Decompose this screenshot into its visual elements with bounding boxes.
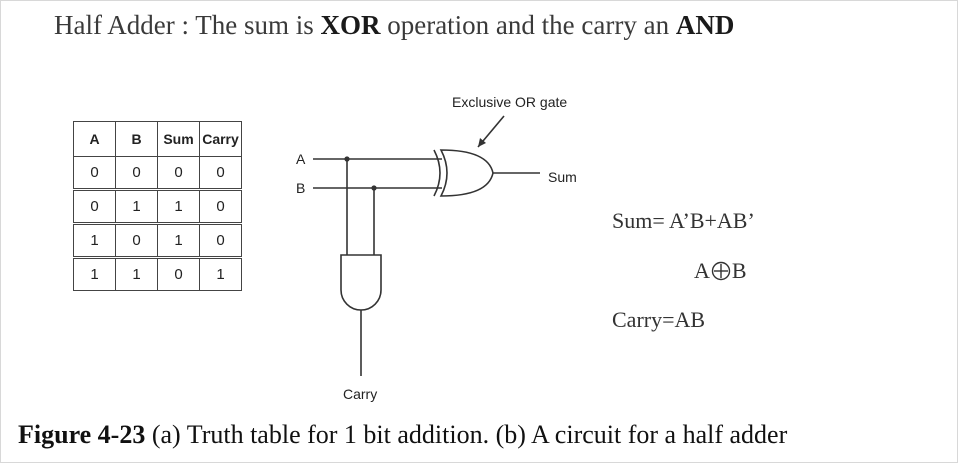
and-gate [340,254,382,311]
truth-table-row: 1 0 1 0 [73,222,242,258]
cell-carry: 1 [199,256,242,291]
figure-caption: Figure 4-23 (a) Truth table for 1 bit ad… [18,420,787,450]
caption-figure-number: Figure 4-23 [18,420,146,449]
cell-carry: 0 [199,222,242,258]
cell-a: 0 [73,188,116,224]
title-middle: operation and the carry an [380,10,676,40]
sum-output-label: Sum [548,169,577,185]
title-prefix: Half Adder : The sum is [54,10,321,40]
cell-b: 0 [115,156,158,190]
caption-text: (a) Truth table for 1 bit addition. (b) … [145,420,788,449]
header-carry: Carry [199,121,242,157]
sum-equation: Sum= A’B+AB’ [612,208,755,233]
title-xor: XOR [320,10,381,40]
xor-expr-left: A [694,258,710,283]
truth-table: A B Sum Carry 0 0 0 0 0 1 1 0 1 0 1 0 1 … [73,121,242,291]
arrow-head [478,138,486,147]
cell-b: 0 [115,222,158,258]
cell-sum: 1 [157,222,200,258]
carry-output-label: Carry [343,386,377,402]
carry-equation: Carry=AB [612,307,706,332]
slide-title: Half Adder : The sum is XOR operation an… [54,10,734,41]
cell-a: 1 [73,256,116,291]
input-a-label: A [296,151,306,167]
truth-table-header: A B Sum Carry [73,121,242,157]
xor-gate-label: Exclusive OR gate [452,94,567,110]
xor-gate [439,149,494,197]
xor-expr-right: B [731,258,747,283]
xor-gate-extra-arc [433,149,441,197]
cell-a: 0 [73,156,116,190]
oplus-icon [711,261,731,281]
input-b-label: B [296,180,305,196]
junction-dot-a [344,156,350,162]
header-b: B [115,121,158,157]
junction-dot-b [371,185,377,191]
header-sum: Sum [157,121,200,157]
cell-b: 1 [115,188,158,224]
truth-table-row: 1 1 0 1 [73,256,242,291]
truth-table-row: 0 1 1 0 [73,188,242,224]
cell-b: 1 [115,256,158,291]
title-and: AND [675,10,735,40]
